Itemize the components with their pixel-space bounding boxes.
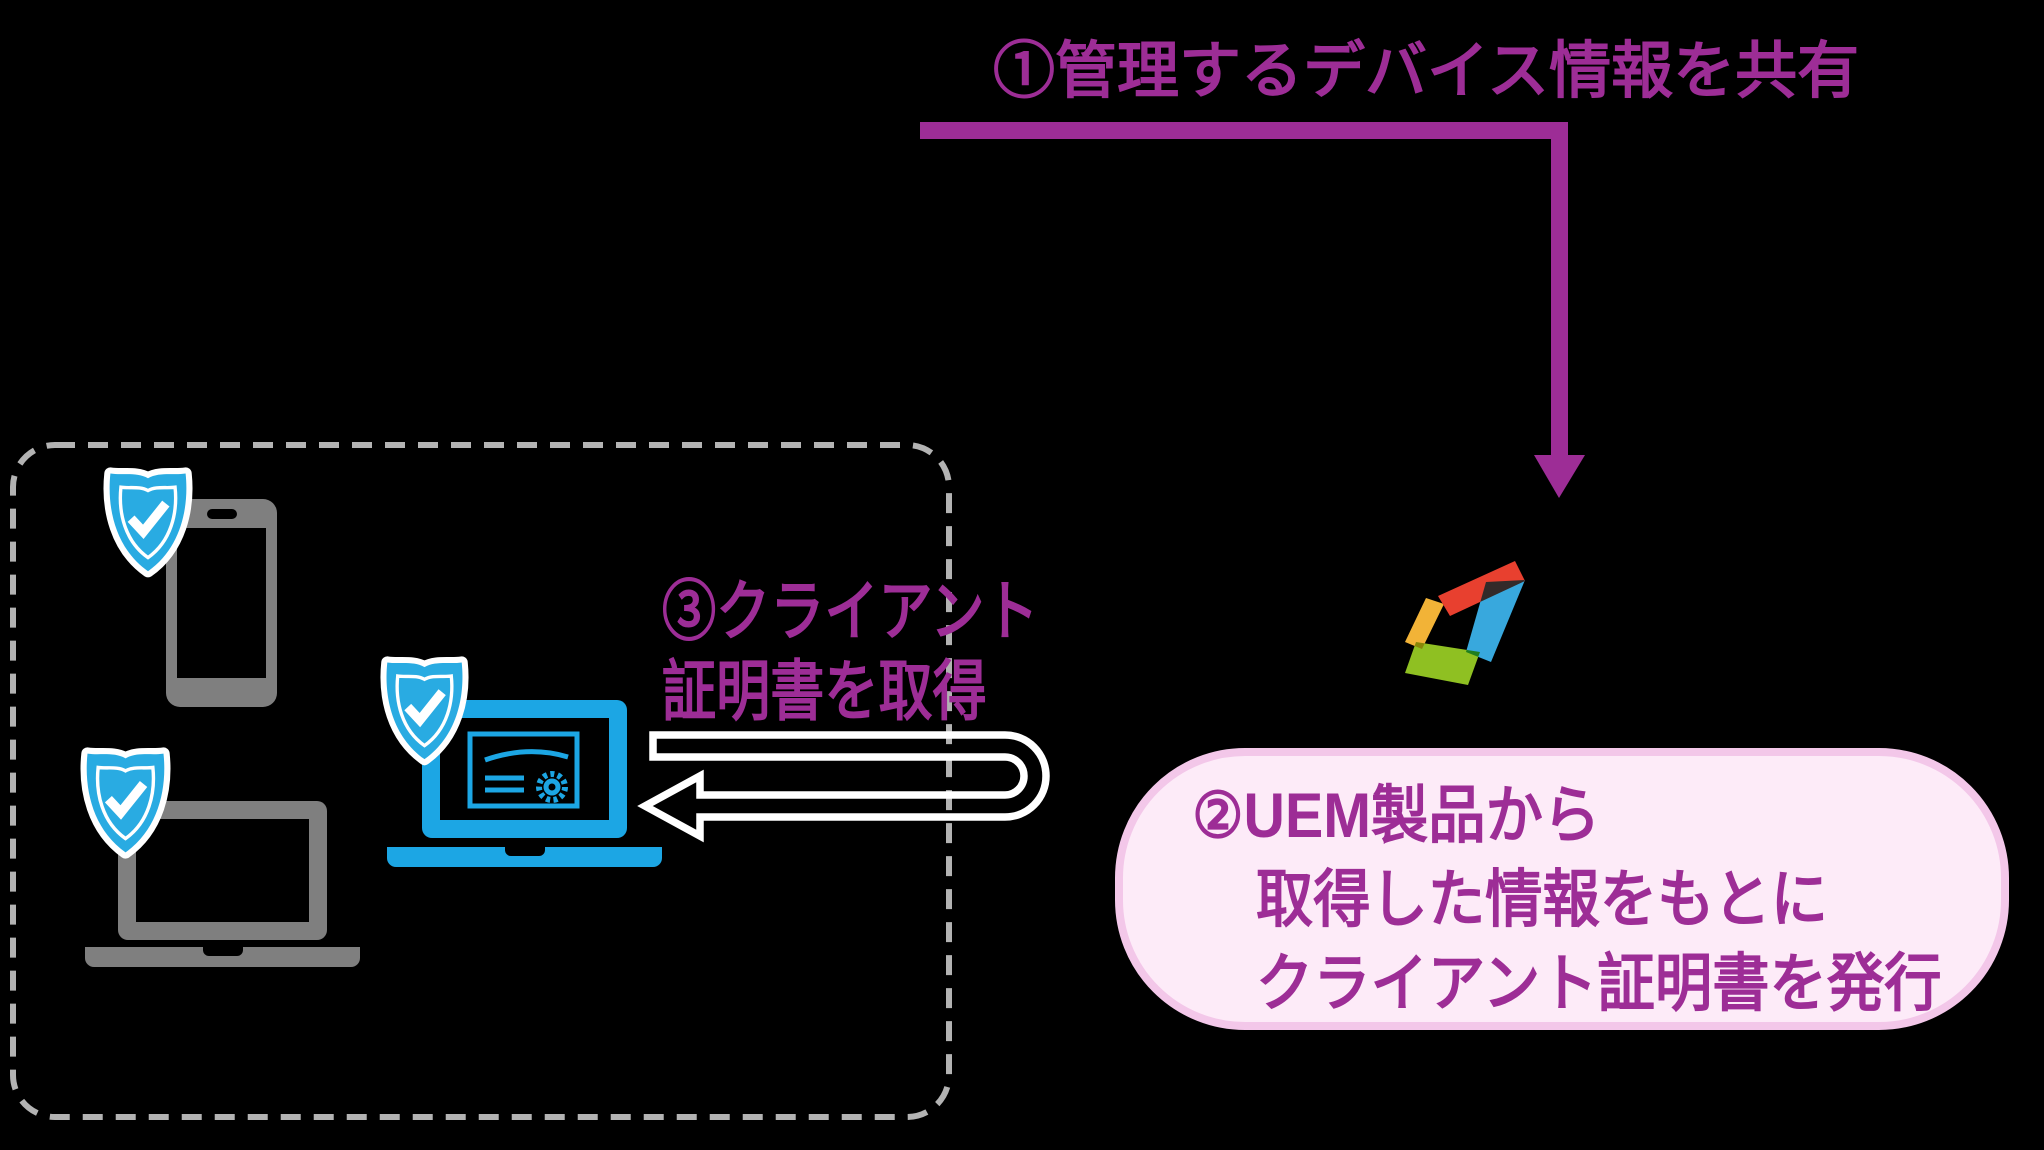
managed-devices-dashed-box	[10, 442, 952, 1120]
uem-product-logo	[1405, 561, 1525, 685]
logo-green-piece	[1405, 642, 1480, 685]
step2-label: ②UEM製品から 取得した情報をもとに クライアント証明書を発行	[1123, 748, 1942, 1026]
u-turn-left-arrow	[637, 731, 1050, 843]
certificate-icon	[467, 731, 580, 809]
step2-line2: 取得した情報をもとに	[1255, 865, 1829, 935]
step2-line1: ②UEM製品から	[1192, 781, 1601, 851]
logo-blue-piece	[1466, 580, 1525, 662]
step3-line2: 証明書を取得	[662, 654, 987, 728]
step1-arrow	[920, 122, 1585, 498]
step3-line1: ③クライアント	[662, 574, 1039, 648]
smartphone-icon	[166, 499, 277, 707]
step3-label: ③クライアント 証明書を取得	[662, 571, 1039, 731]
logo-red-piece	[1438, 561, 1525, 616]
laptop-icon	[85, 801, 360, 967]
laptop-certificate-icon	[387, 700, 662, 867]
step1-label: ①管理するデバイス情報を共有	[993, 37, 1860, 106]
step2-line3: クライアント証明書を発行	[1255, 949, 1942, 1019]
logo-yellow-piece	[1405, 598, 1444, 649]
step2-callout-box	[1115, 748, 2009, 1030]
